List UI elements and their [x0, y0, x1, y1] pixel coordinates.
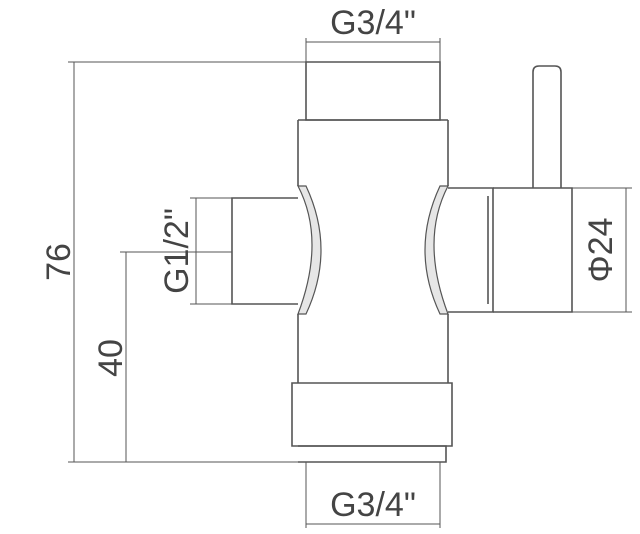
bottom-thread-label: G3/4" [330, 486, 416, 524]
bottom-connector-ring [291, 382, 453, 447]
outlet-height-label: 40 [92, 339, 130, 377]
side-thread-label: G1/2" [158, 208, 196, 294]
dimension-bottom-thread: G3/4" [305, 462, 441, 528]
bottom-connector [298, 445, 447, 463]
right-waist-curve [424, 185, 449, 315]
top-thread-label: G3/4" [330, 4, 416, 42]
fitting-body [231, 61, 573, 463]
left-waist-curve [297, 185, 322, 315]
top-connector [305, 61, 441, 121]
valve-diameter-label: Φ24 [582, 218, 620, 283]
total-height-label: 76 [40, 243, 78, 281]
dimension-outlet-height: 40 [92, 251, 232, 462]
dimension-valve-diameter: Φ24 [572, 187, 632, 313]
dimension-top-thread: G3/4" [305, 4, 441, 62]
dimension-total-height: 76 [40, 61, 306, 463]
side-outlet [231, 197, 298, 305]
valve-body [448, 187, 494, 313]
dimension-side-thread: G1/2" [158, 197, 232, 305]
valve-handle [532, 65, 562, 188]
valve-cap [493, 187, 573, 313]
